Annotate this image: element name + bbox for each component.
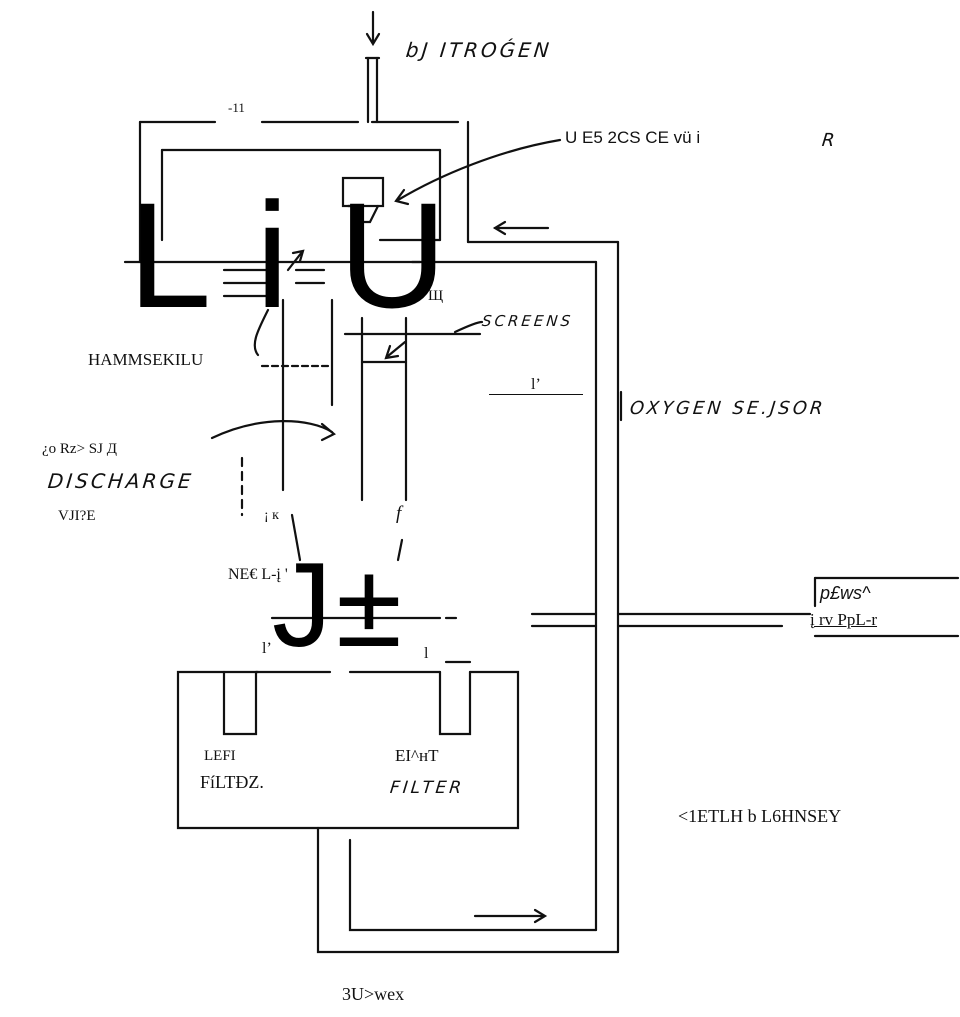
small-f-label: f bbox=[396, 503, 401, 525]
valve-label-suffix: R bbox=[821, 130, 839, 151]
right-filter-label-top: EI^нT bbox=[395, 746, 439, 766]
left-filter-label-top: LEFI bbox=[204, 748, 236, 765]
coupling-glyphs: J± bbox=[272, 545, 406, 665]
discharge-label: DISCHARGE bbox=[47, 469, 195, 493]
sha-label: Щ bbox=[428, 288, 443, 305]
pipe-label: į rv PpL-r bbox=[810, 610, 877, 630]
nitrogen-label: bJ ITROǴEN bbox=[405, 38, 553, 62]
screens-arrow bbox=[388, 342, 405, 356]
discharge-arrow-head bbox=[322, 424, 334, 440]
left-filter-slot bbox=[224, 672, 256, 734]
screens-leader bbox=[455, 322, 482, 332]
discharge-valve-label: VJI?E bbox=[58, 508, 96, 525]
pws-label: p£ws^ bbox=[820, 583, 870, 604]
discharge-arrow bbox=[212, 421, 332, 438]
hammsekilu-label: HAMMSEKILU bbox=[88, 350, 203, 370]
dimension-mark: -11 bbox=[228, 100, 245, 116]
oxygen-sensor-label: OXYGEN SE.JSOR bbox=[629, 398, 827, 419]
author-label: <1ETLH b L6HNSEY bbox=[678, 806, 841, 827]
small-k-label: ¡ к bbox=[264, 508, 279, 524]
footer-label: 3U>wex bbox=[342, 984, 404, 1005]
valve-label: U E5 2CS CE vü i bbox=[565, 128, 700, 148]
screens-label: SCREENS bbox=[481, 312, 574, 330]
right-filter-label: FILTER bbox=[389, 778, 465, 798]
outlet-pipe-outer bbox=[318, 828, 618, 952]
discharge-top-label: ¿o Rz> SJ Д bbox=[42, 441, 117, 458]
tick-label-upper: l’ bbox=[489, 376, 583, 395]
outlet-pipe-inner bbox=[350, 840, 596, 930]
left-tick-label: l’ bbox=[262, 640, 272, 658]
left-filter-label: FíLTĐZ. bbox=[200, 772, 264, 793]
hammer-block-glyphs: L i U bbox=[128, 180, 451, 330]
right-tick-label: l bbox=[424, 645, 428, 663]
right-filter-slot bbox=[440, 672, 470, 734]
